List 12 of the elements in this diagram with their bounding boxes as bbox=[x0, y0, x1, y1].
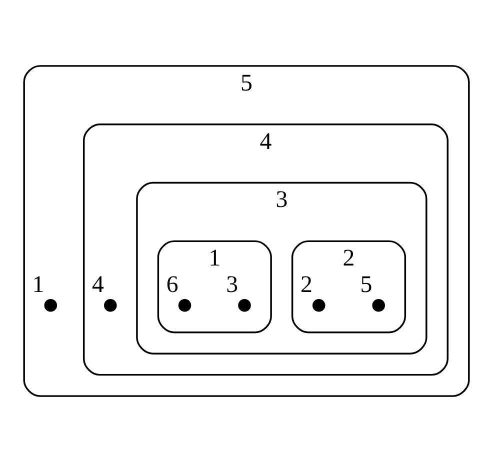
node-circle bbox=[312, 298, 326, 312]
node-label: 4 bbox=[92, 272, 104, 298]
node-label: 3 bbox=[226, 272, 238, 298]
node-label: 5 bbox=[360, 272, 372, 298]
node-label: 6 bbox=[166, 272, 178, 298]
node-circle bbox=[104, 298, 117, 312]
node-circle bbox=[44, 298, 58, 312]
node-circle bbox=[238, 298, 251, 312]
node-circle bbox=[372, 298, 386, 312]
node-label: 1 bbox=[32, 272, 44, 298]
node-label: 2 bbox=[300, 272, 312, 298]
node-circle bbox=[178, 298, 192, 312]
